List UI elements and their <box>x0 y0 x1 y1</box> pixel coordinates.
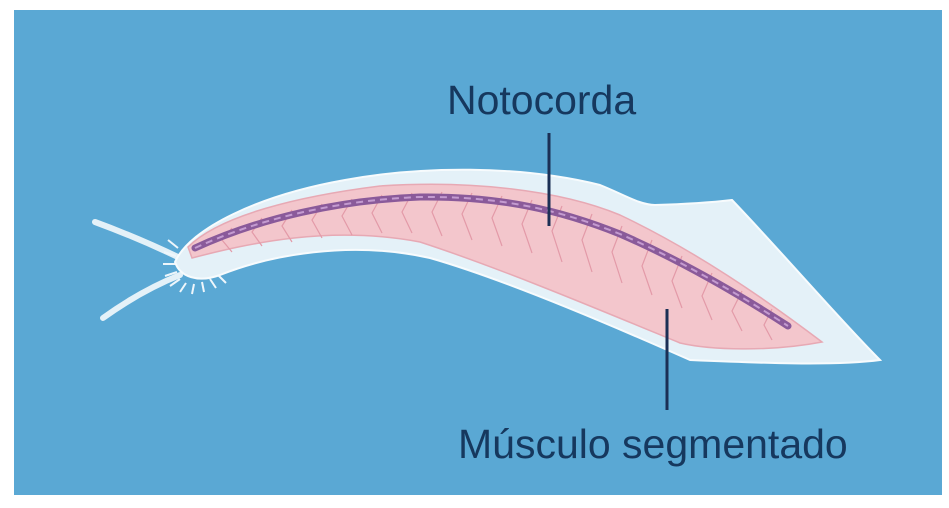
notochord-label: Notocorda <box>447 80 636 121</box>
tentacle-lower <box>103 275 180 318</box>
segmented-muscle-label: Músculo segmentado <box>458 424 848 465</box>
